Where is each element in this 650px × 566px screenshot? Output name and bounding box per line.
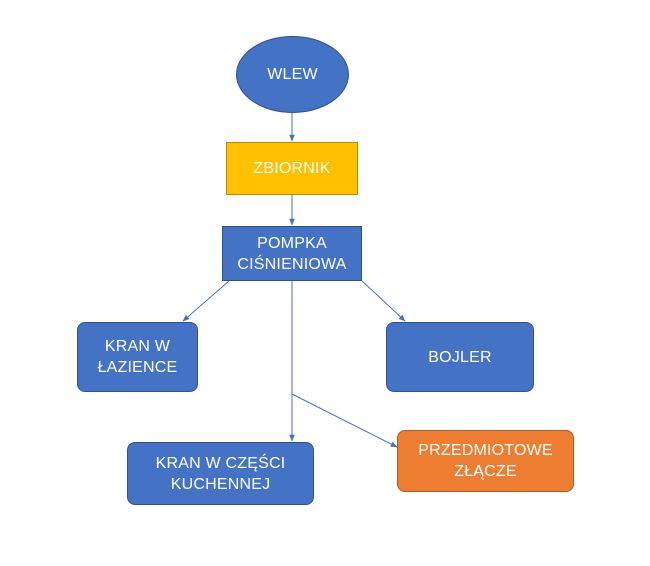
- connector-branch-zlacze: [291, 393, 398, 448]
- node-pompka-label: POMPKA CIŚNIENIOWA: [237, 234, 347, 273]
- node-zlacze-label: PRZEDMIOTOWE ZŁĄCZE: [418, 442, 553, 480]
- node-bojler-label: BOJLER: [428, 348, 492, 366]
- node-przedmiotowe-zlacze: PRZEDMIOTOWE ZŁĄCZE: [397, 430, 574, 492]
- node-lazienka-label: KRAN W ŁAZIENCE: [97, 338, 178, 376]
- node-kuchnia-label: KRAN W CZĘŚCI KUCHENNEJ: [155, 454, 286, 493]
- node-zbiornik: ZBIORNIK: [226, 142, 358, 195]
- connector-pompka-bojler: [361, 280, 406, 322]
- node-bojler: BOJLER: [386, 322, 534, 392]
- node-kran-lazienka: KRAN W ŁAZIENCE: [77, 322, 198, 392]
- connector-pompka-lazienka: [182, 280, 230, 322]
- node-wlew: WLEW: [236, 36, 349, 113]
- node-zbiornik-label: ZBIORNIK: [253, 160, 331, 177]
- node-kran-kuchnia: KRAN W CZĘŚCI KUCHENNEJ: [127, 442, 314, 505]
- node-pompka-cisnieniowa: POMPKA CIŚNIENIOWA: [222, 226, 362, 281]
- node-wlew-label: WLEW: [267, 66, 318, 83]
